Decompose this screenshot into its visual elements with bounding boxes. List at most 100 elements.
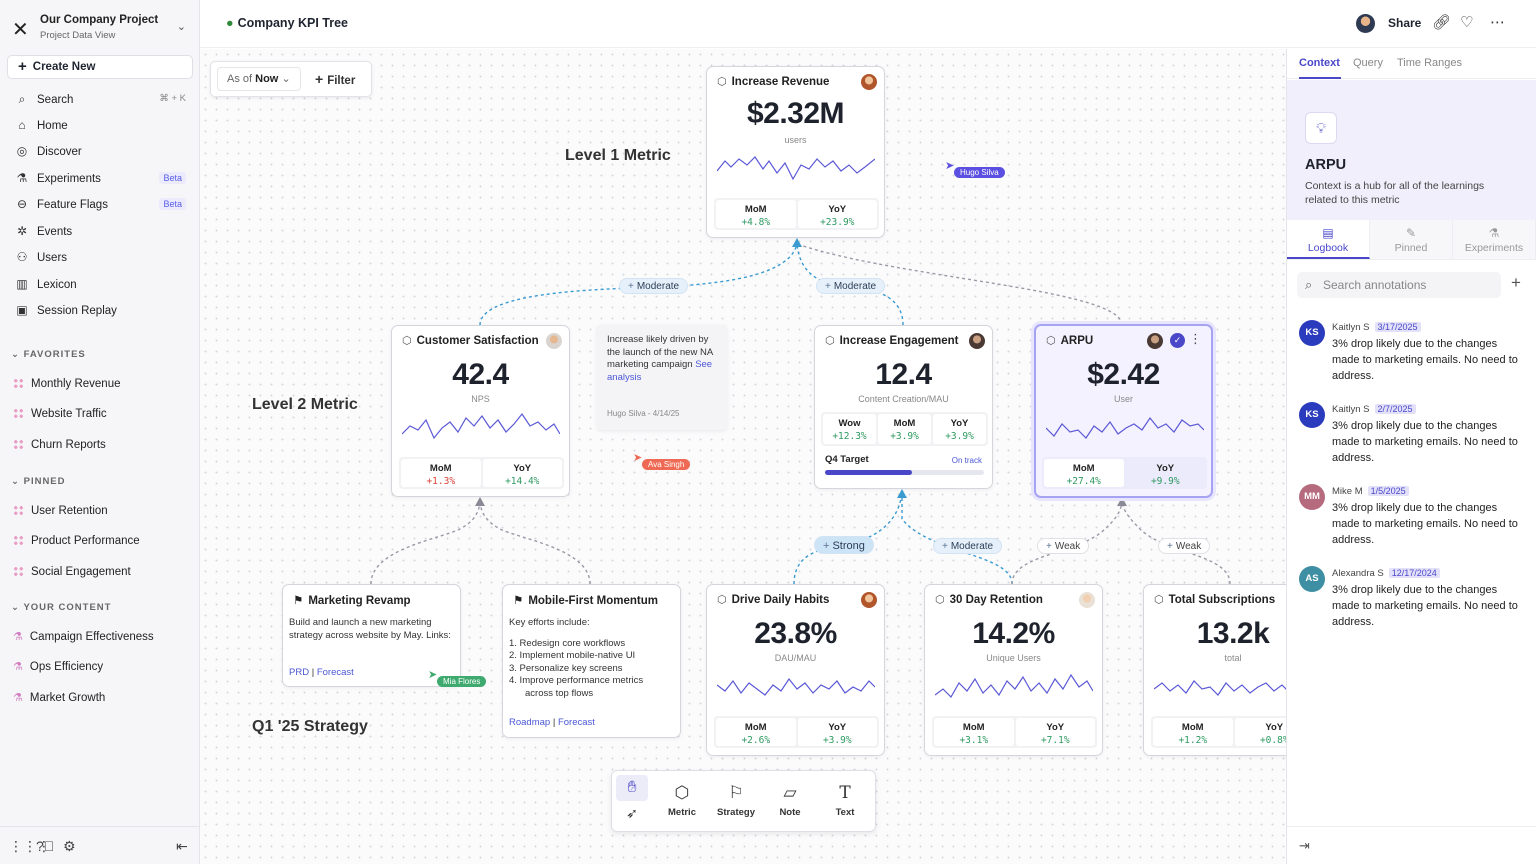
filter-button[interactable]: +Filter [315,71,356,87]
nav-users[interactable]: ⚇Users [14,246,190,268]
pinned-item[interactable]: User Retention [13,502,189,520]
stat-mom: MoM+4.8% [716,200,796,228]
avatar[interactable] [1356,14,1375,33]
edge-strength-badge[interactable]: +Weak [1037,538,1090,554]
nav-session-replay[interactable]: ▣Session Replay [14,299,190,321]
pinned-heading[interactable]: ⌄ PINNED [11,476,66,487]
see-analysis-link[interactable]: See analysis [607,359,713,383]
annotation-text: 3% drop likely due to the changes made t… [1332,502,1518,546]
favorite-item[interactable]: Website Traffic [13,405,189,423]
flag-icon: ⚐ [728,783,744,802]
favorite-item[interactable]: Churn Reports [13,436,189,454]
add-metric-button[interactable]: ⬡Metric [657,783,707,818]
add-strategy-button[interactable]: ⚐Strategy [711,783,761,818]
nav-search[interactable]: ⌕Search⌘ + K [14,88,190,110]
tab-time-ranges[interactable]: Time Ranges [1397,57,1463,69]
strategy-card-marketing-revamp[interactable]: ⚑Marketing Revamp Build and launch a new… [282,584,461,687]
sparkline [1154,680,1286,696]
nav-lexicon[interactable]: ▥Lexicon [14,273,190,295]
tab-query[interactable]: Query [1353,57,1383,69]
search-annotations-input[interactable] [1323,275,1495,295]
edge-strength-badge[interactable]: +Moderate [933,538,1003,554]
context-subtabs: ▤Logbook ✎Pinned ⚗Experiments [1287,220,1536,260]
arrow-head-arpu [1117,497,1127,506]
link-icon[interactable]: 🔗︎ [1432,14,1452,31]
gear-icon[interactable]: ⚙ [63,838,76,854]
roadmap-link[interactable]: Roadmap [509,717,551,728]
edge-strength-badge[interactable]: +Strong [814,536,874,554]
active-tab-indicator [1299,77,1341,79]
collapse-panel-icon[interactable]: ⇥ [1299,838,1310,853]
metric-card-total-subscriptions[interactable]: ⬡Total Subscriptions 13.2k total MoM+1.2… [1143,584,1286,756]
help-icon[interactable]: ?⃝ [36,838,55,854]
annotation-text: 3% drop likely due to the changes made t… [1332,584,1518,628]
as-of-select[interactable]: As of Now ⌄ [217,67,301,91]
subtab-logbook[interactable]: ▤Logbook [1287,220,1370,259]
content-item[interactable]: ⚗Market Growth [13,692,106,704]
tab-context[interactable]: Context [1299,57,1340,69]
metric-icon: ⬡ [1154,594,1164,606]
project-switcher[interactable]: ✕ Our Company Project Project Data View … [10,12,190,46]
project-name: Our Company Project [40,14,159,26]
select-tool-icon[interactable]: ➶ [626,805,638,821]
create-new-button[interactable]: +Create New [7,55,193,79]
avatar [546,333,562,349]
panel-footer: ⇥ [1287,826,1536,864]
subtab-pinned[interactable]: ✎Pinned [1370,220,1453,259]
nav-home[interactable]: ⌂Home [14,114,190,136]
content-item[interactable]: ⚗Campaign Effectiveness [13,631,154,643]
forecast-link[interactable]: Forecast [316,667,354,678]
favorite-item[interactable]: Monthly Revenue [13,375,189,393]
metric-card-arpu[interactable]: ⬡ARPU ✓ ⋮ $2.42 User MoM+27.4% YoY+9.9% [1034,324,1213,498]
sticky-note[interactable]: Increase likely driven by the launch of … [597,325,727,430]
chart-icon [13,378,24,389]
pinned-item[interactable]: Product Performance [13,532,189,550]
strategy-card-mobile-first[interactable]: ⚑Mobile-First Momentum Key efforts inclu… [502,584,681,738]
apps-grid-icon[interactable]: ⋮⋮⋮ [9,838,51,854]
add-note-button[interactable]: ▱Note [765,783,815,818]
heart-icon[interactable]: ♡ [1460,14,1474,31]
avatar: AS [1299,566,1325,592]
sparkline [717,156,875,181]
add-annotation-button[interactable]: + [1511,273,1521,292]
collaborator-cursor: ➤Ava Singh [633,452,691,470]
stat-wow: Wow+12.3% [823,414,876,444]
edge-csat-mobile [479,498,591,585]
edge-strength-badge[interactable]: +Moderate [816,278,886,294]
share-button[interactable]: Share [1388,16,1422,30]
edge-strength-badge[interactable]: +Moderate [619,278,689,294]
metric-card-revenue[interactable]: ⬡Increase Revenue $2.32M users MoM+4.8% … [706,66,885,238]
metric-value: 13.2k [1196,617,1270,650]
prd-link[interactable]: PRD [289,667,310,678]
nav-events[interactable]: ✲Events [14,220,190,242]
annotation-date: 1/5/2025 [1367,486,1409,496]
metric-card-customer-satisfaction[interactable]: ⬡Customer Satisfaction 42.4 NPS MoM+1.3%… [391,325,570,497]
collapse-sidebar-icon[interactable]: ⇤ [176,838,188,854]
forecast-link[interactable]: Forecast [557,717,595,728]
metric-value: 12.4 [875,358,932,391]
more-icon[interactable]: ⋯ [1490,14,1505,31]
your-content-heading[interactable]: ⌄ YOUR CONTENT [11,602,112,613]
subtab-experiments[interactable]: ⚗Experiments [1453,220,1536,259]
metric-card-increase-engagement[interactable]: ⬡Increase Engagement 12.4 Content Creati… [814,325,993,489]
annotation-date: 12/17/2024 [1388,568,1440,578]
metric-card-drive-daily-habits[interactable]: ⬡Drive Daily Habits 23.8% DAU/MAU MoM+2.… [706,584,885,756]
metric-unit: DAU/MAU [774,653,817,663]
pinned-item[interactable]: Social Engagement [13,563,189,581]
metric-value: 23.8% [754,617,837,650]
metric-unit: Unique Users [986,653,1041,663]
nav-discover[interactable]: ◎Discover [14,140,190,162]
edge-strength-badge[interactable]: +Weak [1158,538,1211,554]
favorites-heading[interactable]: ⌄ FAVORITES [11,349,86,360]
content-item[interactable]: ⚗Ops Efficiency [13,661,104,673]
metric-card-30-day-retention[interactable]: ⬡30 Day Retention 14.2% Unique Users MoM… [924,584,1103,756]
cursor-pointer-icon: ➤ [633,452,643,464]
more-icon[interactable]: ⋮ [1189,331,1202,346]
hexagon-icon: ⬡ [674,783,690,802]
hand-tool-icon[interactable]: ✋︎ [616,775,648,801]
kpi-tree-canvas[interactable]: As of Now ⌄ +Filter Level 1 Metric Level… [200,49,1286,864]
annotation-author: Mike M [1332,486,1363,497]
